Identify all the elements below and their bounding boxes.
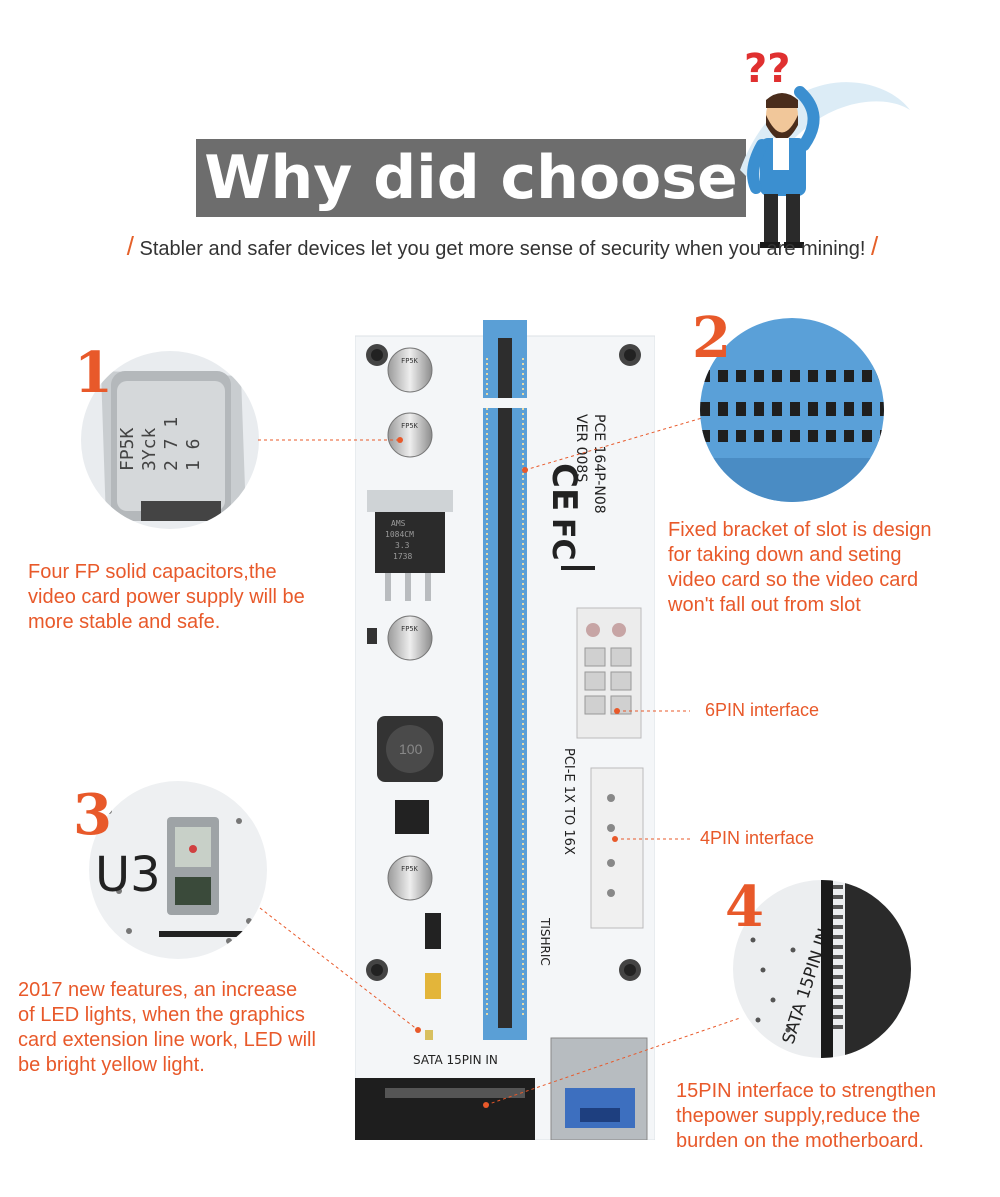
six-pin-label: 6PIN interface [705,700,820,720]
feature-1-line-1: Four FP solid capacitors,the [28,561,277,583]
regulator-line-2: 1084CM [385,530,414,539]
feature-4-line-3: burden on the motherboard. [676,1130,924,1152]
feature-number-3: 3 [73,782,112,848]
slash-right: / [871,231,879,261]
board-model-text: PCE 164P-N08 [591,414,607,514]
feature-2-line-4: won't fall out from slot [668,594,861,616]
riser-board-image: FP5K FP5K FP5K FP5K AMS 1084CM 3.3 1738 … [354,318,656,1141]
brand-text: TISHRIC [538,917,552,966]
cap-label-1: FP5K [401,357,419,365]
feature-4-line-1: 15PIN interface to strengthen [676,1080,937,1102]
feature-2-line-2: for taking down and seting [668,544,902,566]
cap-label-4: FP5K [401,865,419,873]
regulator-line-1: AMS [391,519,406,528]
feature-2-text: Fixed bracket of slot is design for taki… [668,518,988,618]
led-board-mark: U3 [95,847,161,903]
feature-2-line-1: Fixed bracket of slot is design [668,519,932,541]
slash-left: / [126,231,134,261]
feature-1-line-2: video card power supply will be [28,586,305,608]
feature-2-line-3: video card so the video card [668,569,919,591]
title-banner [196,139,746,217]
subtitle-text: Stabler and safer devices let you get mo… [139,238,866,260]
sata-board-text: SATA 15PIN IN [413,1053,498,1067]
svg-text:FC: FC [545,518,580,561]
feature-4-line-2: thepower supply,reduce the [676,1105,921,1127]
feature-number-4: 4 [725,874,764,940]
cap-marking-3: 2 7 1 [161,417,182,471]
pcie-text: PCI-E 1X TO 16X [561,748,576,855]
capacitor-closeup-image: FP5K 3Yck 2 7 1 1 6 [81,351,259,529]
cap-marking-4: 1 6 [183,438,204,471]
feature-3-line-3: card extension line work, LED will [18,1029,316,1051]
subtitle: / Stabler and safer devices let you get … [80,232,925,263]
regulator-line-3: 3.3 [395,541,410,550]
feature-1-line-3: more stable and safe. [28,611,221,633]
cap-label-3: FP5K [401,625,419,633]
feature-number-2: 2 [692,305,731,371]
regulator-line-4: 1738 [393,552,412,561]
thinking-man-illustration: ?? [720,20,920,250]
svg-text:CE: CE [544,463,584,511]
question-marks-icon: ?? [744,46,790,92]
board-version-text: VER 008S [573,414,589,482]
cap-marking-2: 3Yck [139,427,160,471]
feature-3-line-2: of LED lights, when the graphics [18,1004,305,1026]
cap-label-2: FP5K [401,422,419,430]
feature-3-text: 2017 new features, an increase of LED li… [18,978,358,1078]
feature-4-text: 15PIN interface to strengthen thepower s… [676,1079,996,1154]
inductor-label: 100 [399,741,423,757]
four-pin-label: 4PIN interface [700,828,815,848]
feature-3-line-4: be bright yellow light. [18,1054,205,1076]
cap-marking-1: FP5K [117,427,138,471]
page-title: Why did choose us [204,143,738,291]
feature-3-line-1: 2017 new features, an increase [18,979,298,1001]
led-closeup-image: U3 [89,781,267,959]
feature-number-1: 1 [74,340,113,406]
feature-1-text: Four FP solid capacitors,the video card … [28,560,358,635]
